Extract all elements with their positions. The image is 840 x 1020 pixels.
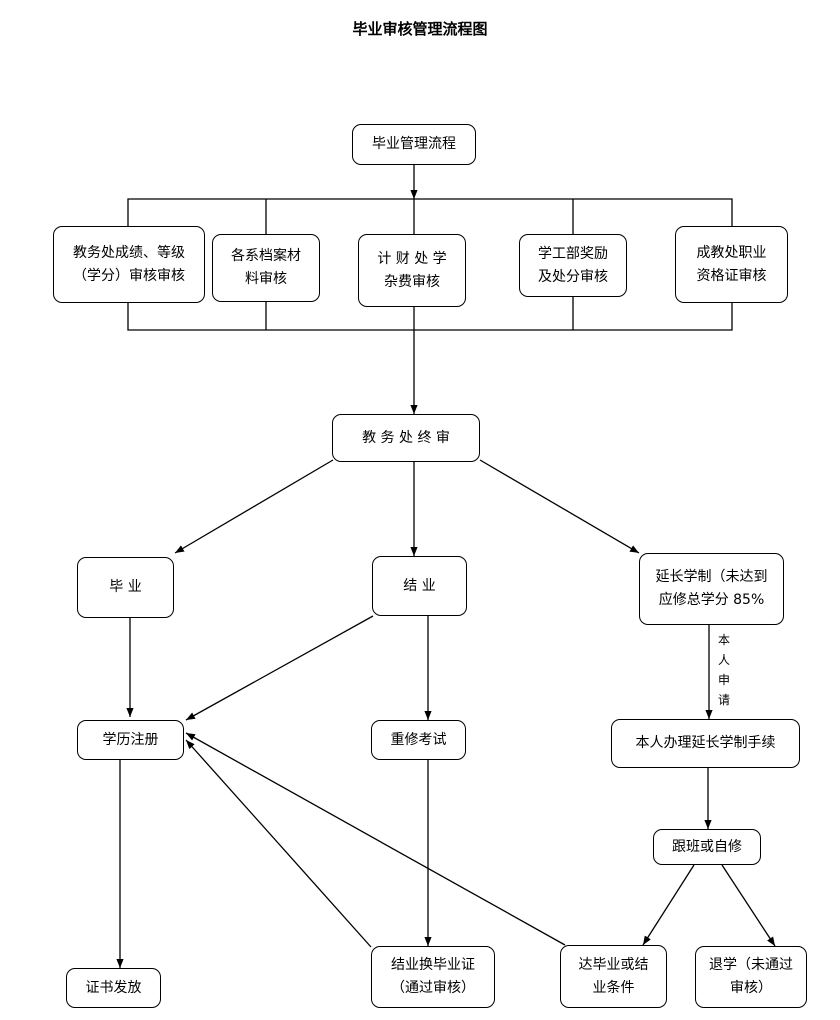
- edge-completion-registration: [185, 615, 374, 721]
- node-extend-schooling: 延长学制（未达到 应修总学分 85%: [639, 553, 784, 625]
- edge-exchange-registration: [185, 739, 372, 948]
- node-extend-process: 本人办理延长学制手续: [611, 719, 800, 768]
- node-registration: 学历注册: [77, 720, 184, 760]
- edge-meet-registration: [185, 732, 566, 946]
- node-finance-review: 计 财 处 学 杂费审核: [358, 234, 466, 307]
- node-withdraw: 退学（未通过 审核）: [695, 946, 807, 1008]
- node-meet-conditions: 达毕业或结 业条件: [560, 945, 667, 1008]
- node-self-study: 跟班或自修: [653, 829, 761, 865]
- node-root: 毕业管理流程: [352, 124, 476, 165]
- edge-final-graduate: [174, 459, 334, 554]
- node-certificate-issue: 证书发放: [66, 968, 161, 1008]
- bracket-bottom: [127, 303, 733, 331]
- node-archives-review: 各系档案材 料审核: [212, 234, 320, 302]
- edge-label-self-apply: 本 人 申 请: [717, 633, 730, 707]
- edge-final-extend: [479, 459, 640, 554]
- node-academic-review: 教务处成绩、等级 （学分）审核审核: [53, 226, 205, 303]
- node-graduate: 毕 业: [77, 557, 174, 618]
- node-retake-exam: 重修考试: [371, 720, 466, 760]
- node-exchange-certificate: 结业换毕业证 （通过审核）: [371, 946, 495, 1008]
- edge-selfstudy-meet: [642, 864, 695, 946]
- node-final-review: 教 务 处 终 审: [332, 414, 480, 462]
- node-adult-edu-review: 成教处职业 资格证审核: [675, 226, 788, 303]
- edge-selfstudy-withdraw: [721, 864, 776, 947]
- bracket-top: [127, 198, 733, 226]
- node-completion: 结 业: [372, 556, 467, 616]
- node-student-affairs-review: 学工部奖励 及处分审核: [519, 234, 627, 297]
- diagram-title: 毕业审核管理流程图: [352, 20, 488, 38]
